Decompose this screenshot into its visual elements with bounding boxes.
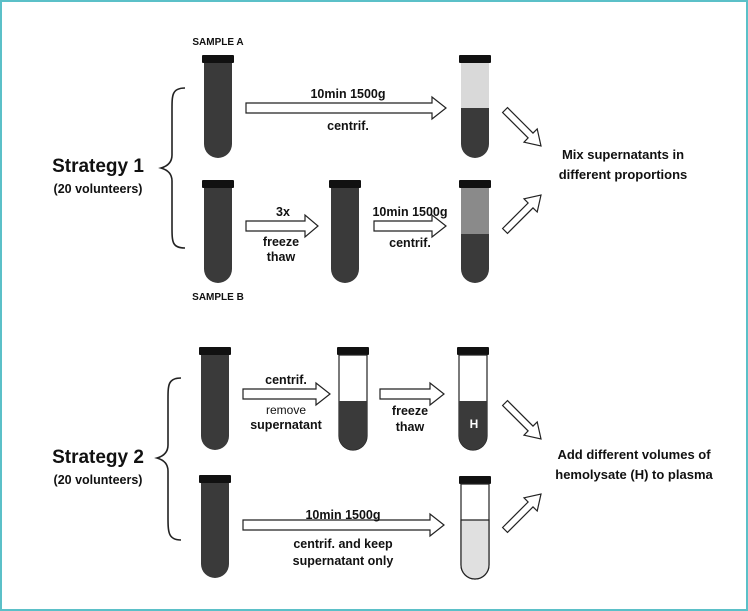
step-b2-top-label: 10min 1500g [372,205,447,219]
sample-a-centrifuged-tube [459,55,491,158]
step2-a2-bottom-label-2: thaw [396,420,425,434]
step2-a1-top-label: centrif. [265,373,307,387]
step-b2-bottom-label: centrif. [389,236,431,250]
sample-b-tube [202,180,234,283]
step-b1-bottom-label-1: freeze [263,235,299,249]
strategy2-result-arrow-down [501,399,542,440]
strategy1-arrow-a [245,95,447,121]
sample-a-label: SAMPLE A [192,37,243,48]
strategy2-arrow-a1 [242,381,331,407]
strategy1-subtitle: (20 volunteers) [54,182,143,196]
strategy2-subtitle: (20 volunteers) [54,473,143,487]
strategy2-result-line2: hemolysate (H) to plasma [555,467,713,482]
strategy1-arrow-b1 [245,213,319,239]
step-a-bottom-label: centrif. [327,119,369,133]
strategy1-arrow-b2 [373,213,447,239]
strategy2-result-arrow-up [501,493,542,534]
strategy2-sample-tube-a [199,347,231,450]
strategy2-result-line1: Add different volumes of [557,447,711,462]
plasma-tube [459,476,491,580]
step2-b-bottom-label-2: supernatant only [293,554,394,568]
strategy1-title: Strategy 1 [52,156,144,177]
strategy2-cells-tube [337,347,369,451]
step2-b-top-label: 10min 1500g [305,508,380,522]
step-a-top-label: 10min 1500g [310,87,385,101]
strategy2-title: Strategy 2 [52,447,144,468]
step2-a1-bottom-label-2: supernatant [250,418,322,432]
sample-b-centrifuged-tube [459,180,491,283]
strategy1-result-line1: Mix supernatants in [562,147,684,162]
step-b1-bottom-label-2: thaw [267,250,296,264]
strategy1-result-arrow-up [501,194,542,235]
sample-b-frozen-tube [329,180,361,283]
step2-b-bottom-label-1: centrif. and keep [293,537,393,551]
hemolysate-tube [457,347,489,451]
strategy2-arrow-a2 [379,381,445,407]
hemolysate-label: H [470,417,479,431]
strategy1-brace [158,87,186,249]
strategy1-result-arrow-down [501,106,542,147]
strategy2-arrow-b [242,512,445,538]
step-b1-top-label: 3x [276,205,290,219]
sample-b-label: SAMPLE B [192,292,244,303]
strategy1-result-line2: different proportions [559,167,688,182]
sample-a-tube [202,55,234,158]
strategy2-sample-tube-b [199,475,231,578]
step2-a1-bottom-label-1: remove [266,403,306,417]
step2-a2-bottom-label-1: freeze [392,404,428,418]
strategy2-brace [154,377,182,541]
